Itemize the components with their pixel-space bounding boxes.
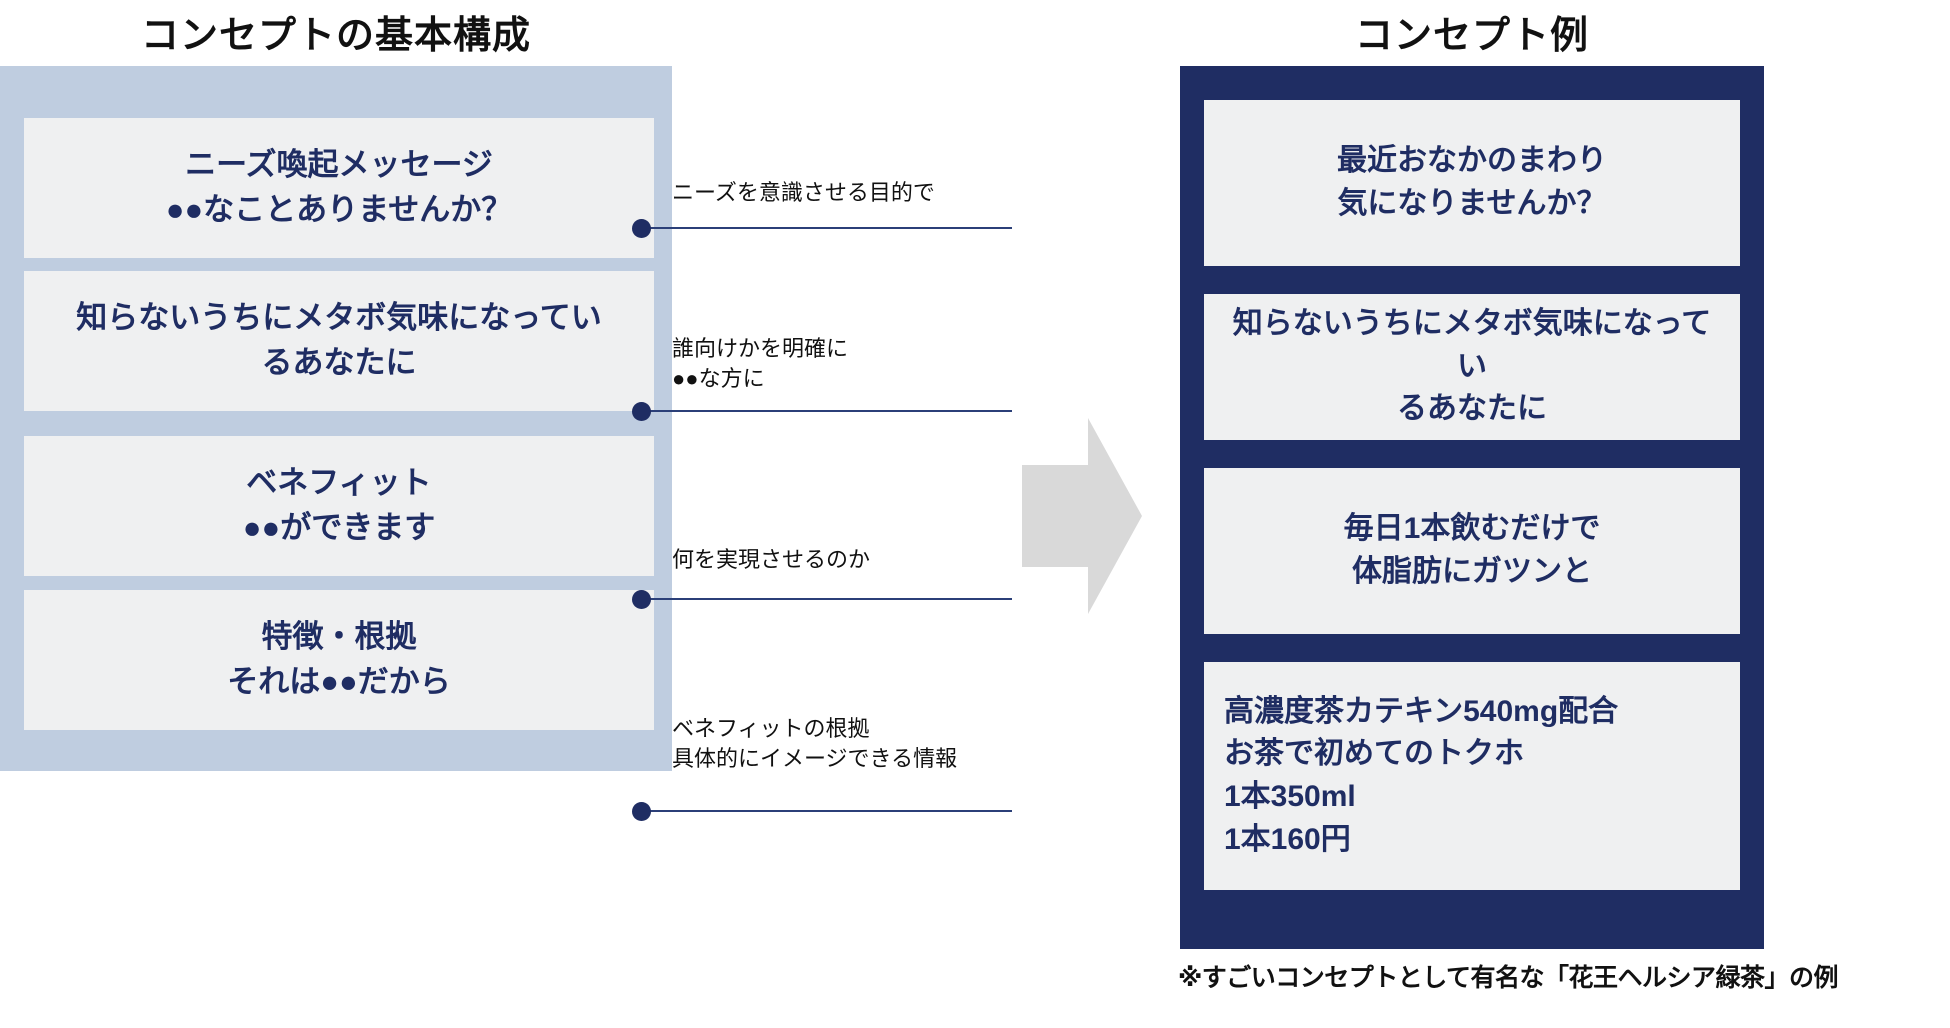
annotation-needs-message: ニーズを意識させる目的で (672, 178, 935, 208)
connector-dot (632, 590, 651, 609)
connector-line (641, 410, 1012, 412)
connector-line (641, 598, 1012, 600)
example-box-line: 1本350ml (1224, 780, 1356, 813)
example-box-target: 知らないうちにメタボ気味になってい るあなたに (1204, 294, 1740, 440)
connector-dot (632, 802, 651, 821)
structure-box-line: ベネフィット (246, 465, 432, 501)
structure-box-needs-message: ニーズ喚起メッセージ ●●なことありませんか？ (24, 118, 654, 258)
example-box-line: 知らないうちにメタボ気味になってい (1232, 307, 1712, 383)
structure-box-target: 知らないうちにメタボ気味になってい るあなたに (24, 271, 654, 411)
structure-box-line: ニーズ喚起メッセージ (185, 147, 493, 183)
annotation-benefit: 何を実現させるのか (672, 545, 870, 575)
structure-box-benefit: ベネフィット ●●ができます (24, 436, 654, 576)
annotation-line: 具体的にイメージできる情報 (672, 746, 958, 772)
connector-line (641, 227, 1012, 229)
right-arrow-icon (1022, 418, 1142, 614)
structure-box-evidence: 特徴・根拠 それは●●だから (24, 590, 654, 730)
connector-dot (632, 402, 651, 421)
right-column-title: コンセプト例 (1354, 15, 1589, 57)
concept-example-panel: 最近おなかのまわり 気になりませんか？ 知らないうちにメタボ気味になってい るあ… (1180, 66, 1764, 949)
annotation-evidence: ベネフィットの根拠 具体的にイメージできる情報 (672, 714, 957, 775)
annotation-line: ●●な方に (672, 366, 765, 392)
annotation-line: 何を実現させるのか (672, 547, 871, 572)
example-box-line: るあなたに (1397, 392, 1547, 426)
connector-line (641, 810, 1012, 812)
footnote-text: ※すごいコンセプトとして有名な「花王ヘルシア緑茶」の例 (1178, 964, 1839, 992)
annotation-line: ベネフィットの根拠 (672, 716, 870, 741)
example-box-needs-message: 最近おなかのまわり 気になりませんか？ (1204, 100, 1740, 266)
example-box-line: お茶で初めてのトクホ (1224, 737, 1524, 771)
example-box-line: 体脂肪にガツンと (1352, 555, 1592, 588)
example-box-line: 気になりませんか？ (1337, 187, 1607, 220)
annotation-line: 誰向けかを明確に (672, 336, 849, 361)
example-box-line: 1本160円 (1224, 822, 1351, 856)
structure-box-line: それは●●だから (227, 664, 451, 699)
left-column-title: コンセプトの基本構成 (140, 15, 531, 57)
example-box-line: 高濃度茶カテキン540mg配合 (1224, 694, 1619, 728)
concept-structure-panel: ニーズ喚起メッセージ ●●なことありませんか？ 知らないうちにメタボ気味になって… (0, 66, 672, 771)
structure-box-line: ●●ができます (242, 510, 436, 545)
structure-box-line: 知らないうちにメタボ気味になってい (76, 300, 602, 336)
example-box-line: 最近おなかのまわり (1337, 144, 1607, 178)
structure-box-line: ●●なことありませんか？ (165, 192, 513, 227)
structure-box-line: るあなたに (261, 345, 417, 380)
annotation-target: 誰向けかを明確に ●●な方に (672, 334, 848, 395)
connector-dot (632, 219, 651, 238)
example-box-evidence: 高濃度茶カテキン540mg配合 お茶で初めてのトクホ 1本350ml 1本160… (1204, 662, 1740, 890)
annotation-line: ニーズを意識させる目的で (672, 180, 935, 205)
example-box-line: 毎日1本飲むだけで (1343, 512, 1601, 546)
structure-box-line: 特徴・根拠 (261, 619, 417, 655)
example-box-benefit: 毎日1本飲むだけで 体脂肪にガツンと (1204, 468, 1740, 634)
